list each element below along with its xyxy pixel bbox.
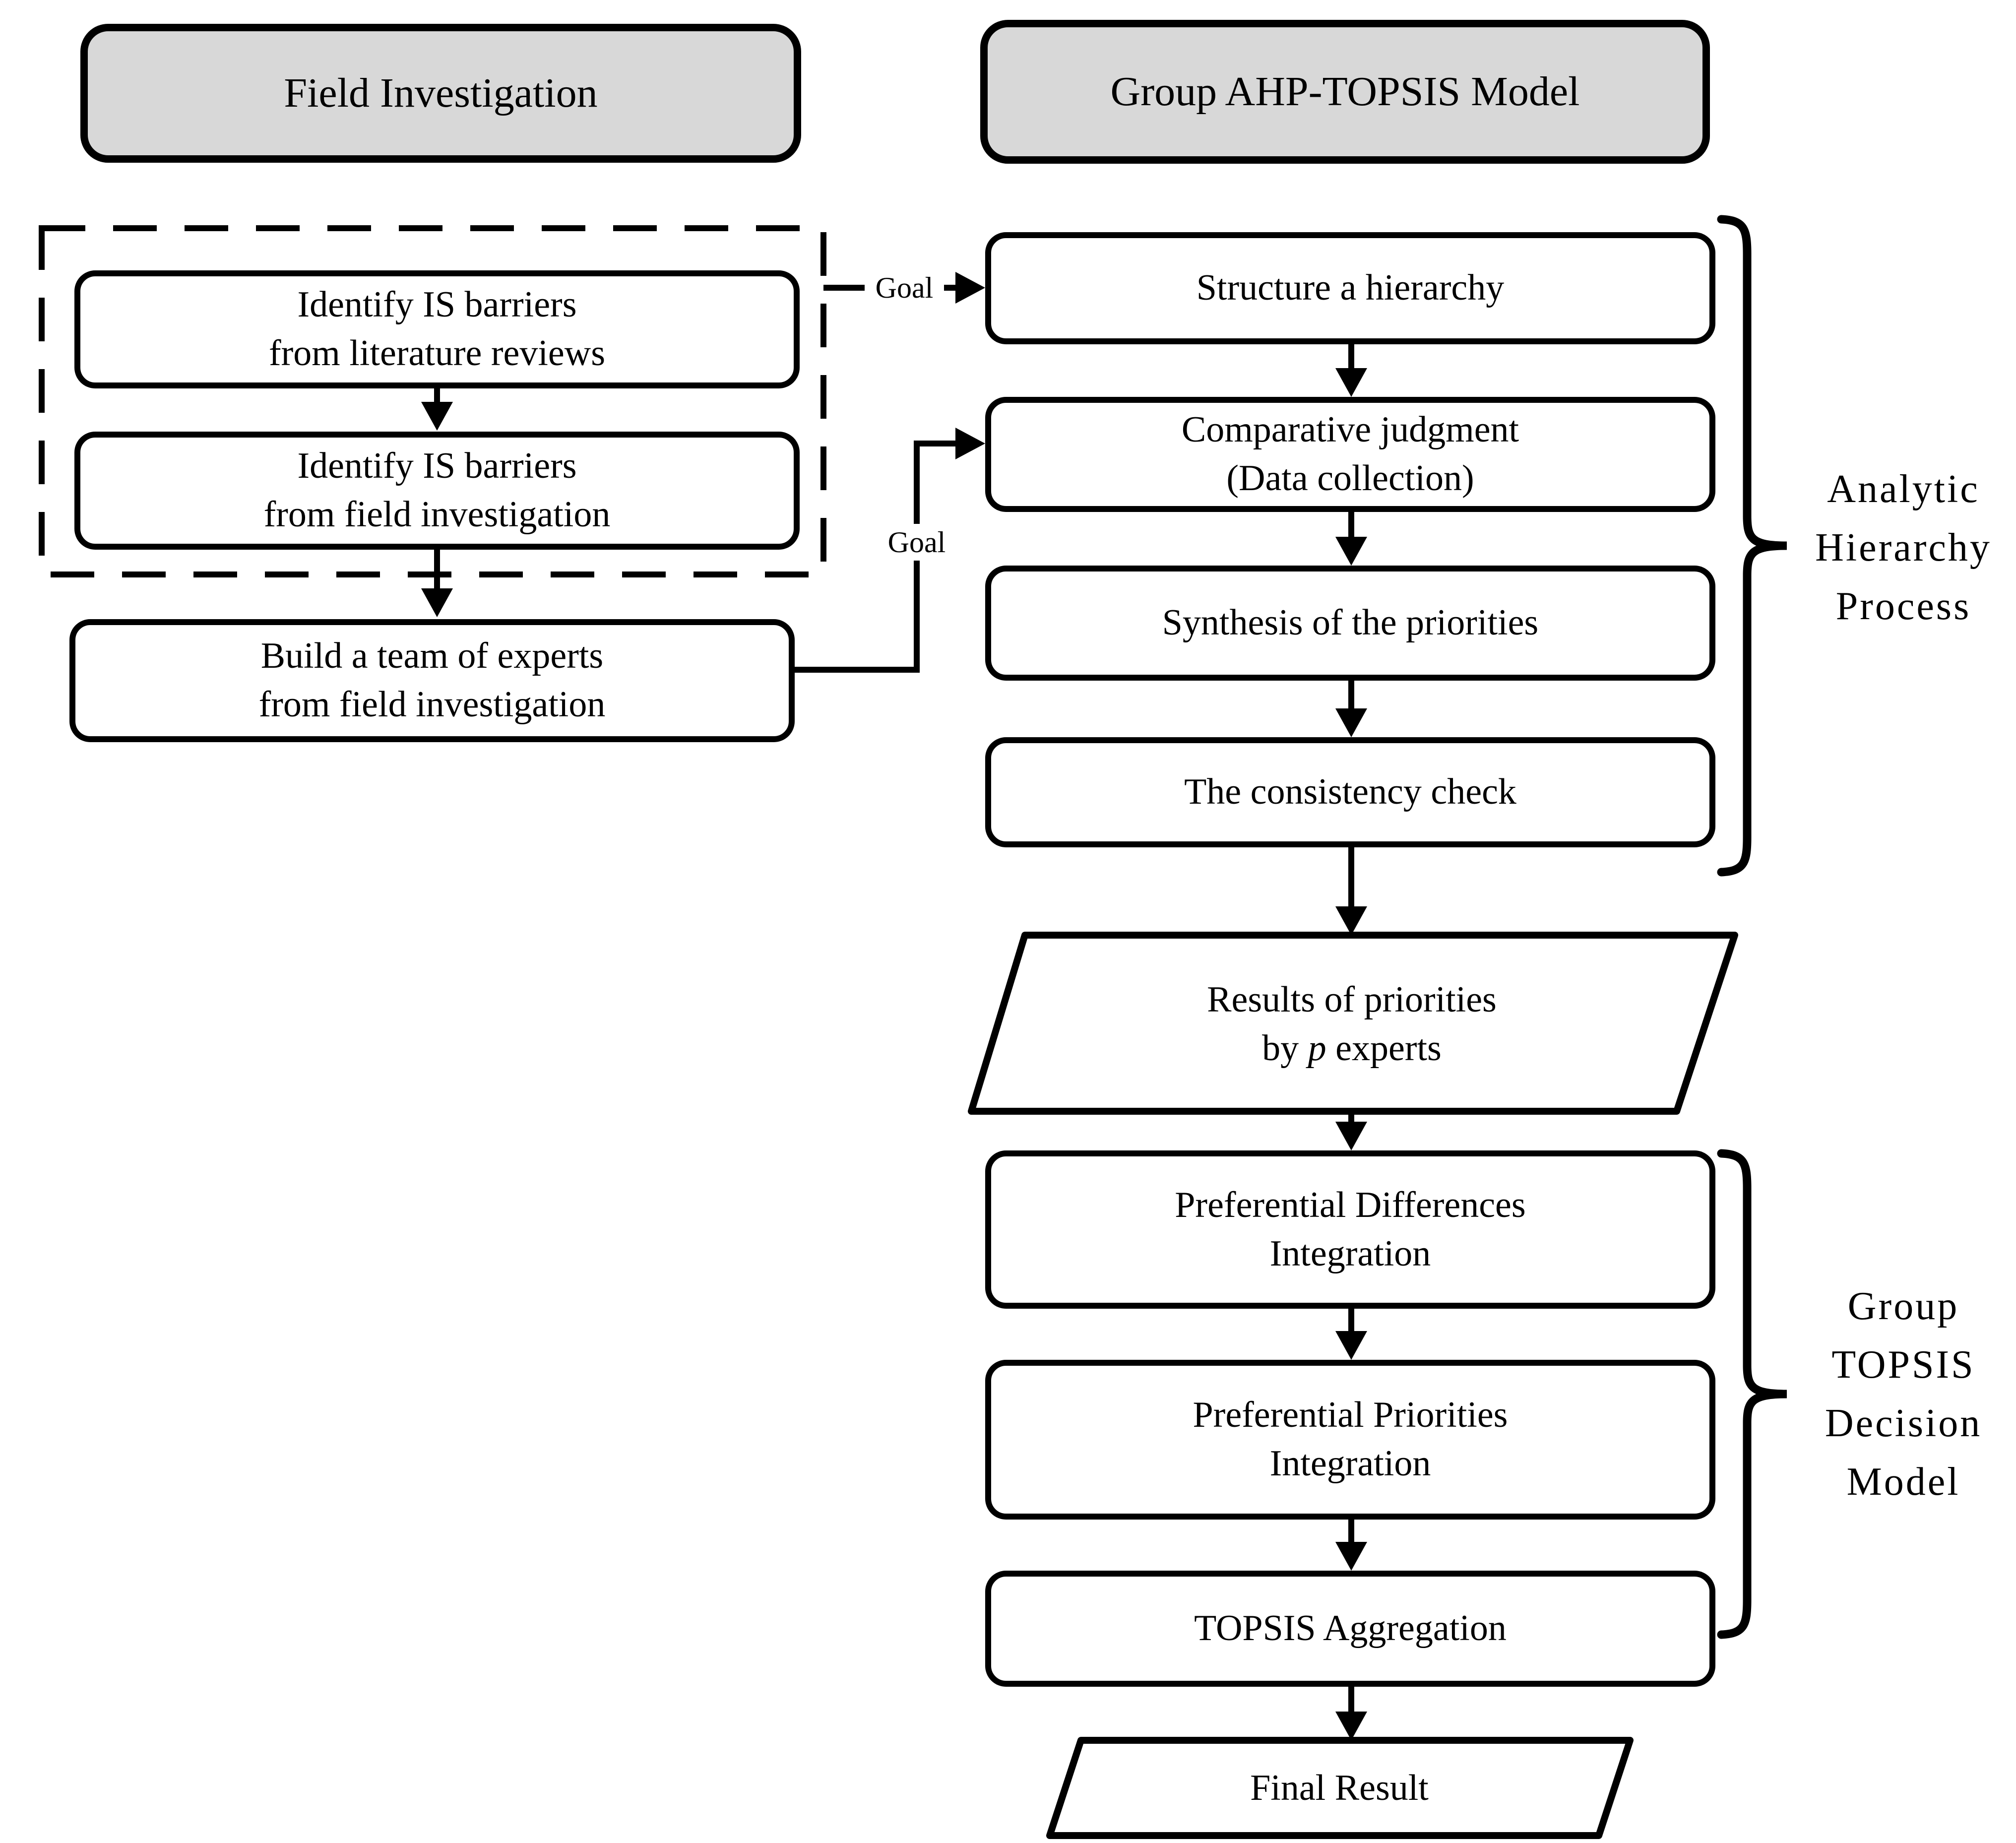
results-line1: Results of priorities bbox=[1207, 979, 1497, 1020]
arrow-consistency-to-results-head bbox=[1335, 906, 1367, 935]
results-line2-pre: by bbox=[1262, 1028, 1308, 1069]
arrow-field-to-team-head bbox=[421, 588, 453, 617]
node-topsis-aggregation: TOPSIS Aggregation bbox=[985, 1571, 1715, 1687]
label-analytic-hierarchy-process: Analytic Hierarchy Process bbox=[1815, 467, 1992, 628]
header-group-ahp-topsis: Group AHP-TOPSIS Model bbox=[980, 20, 1710, 164]
results-line2-italic: p bbox=[1308, 1028, 1326, 1069]
arrow-goal2-head bbox=[955, 428, 985, 459]
label-group-topsis-decision-model: Group TOPSIS Decision Model bbox=[1825, 1284, 1982, 1504]
brace-topsis bbox=[1717, 1149, 1787, 1639]
label-goal-2: Goal bbox=[877, 524, 956, 561]
brace-ahp bbox=[1717, 215, 1787, 877]
arrow-synthesis-to-consistency-head bbox=[1335, 708, 1367, 737]
node-preferential-priorities: Preferential Priorities Integration bbox=[985, 1360, 1715, 1520]
node-preferential-differences: Preferential Differences Integration bbox=[985, 1150, 1715, 1309]
node-comparative-judgment: Comparative judgment (Data collection) bbox=[985, 397, 1715, 512]
arrow-topsis-to-final-head bbox=[1335, 1712, 1367, 1740]
node-identify-field: Identify IS barriers from field investig… bbox=[74, 432, 800, 550]
node-build-team: Build a team of experts from field inves… bbox=[69, 619, 795, 742]
arrow-differences-to-priorities-head bbox=[1335, 1331, 1367, 1360]
final-parallelogram-shape bbox=[1046, 1737, 1634, 1839]
label-goal-1: Goal bbox=[865, 269, 944, 306]
arrow-goal1-head bbox=[955, 272, 985, 304]
arrow-priorities-to-topsis-head bbox=[1335, 1542, 1367, 1571]
results-line2-post: experts bbox=[1326, 1028, 1442, 1069]
dashed-group-identify-barriers bbox=[39, 225, 826, 577]
header-field-investigation: Field Investigation bbox=[80, 24, 801, 163]
arrow-results-to-differences-head bbox=[1335, 1122, 1367, 1150]
results-parallelogram-shape bbox=[968, 932, 1738, 1115]
node-results-priorities: Results of priorities by p experts bbox=[1042, 945, 1662, 1104]
results-line2: by p experts bbox=[1262, 1024, 1442, 1073]
node-identify-literature: Identify IS barriers from literature rev… bbox=[74, 270, 800, 388]
arrow-structure-to-comparative-head bbox=[1335, 368, 1367, 397]
arrow-comparative-to-synthesis-head bbox=[1335, 537, 1367, 566]
node-synthesis-priorities: Synthesis of the priorities bbox=[985, 566, 1715, 681]
node-structure-hierarchy: Structure a hierarchy bbox=[985, 232, 1715, 344]
node-final-result: Final Result bbox=[1250, 1768, 1429, 1809]
arrow-literature-to-field-head bbox=[421, 402, 453, 431]
node-consistency-check: The consistency check bbox=[985, 737, 1715, 847]
